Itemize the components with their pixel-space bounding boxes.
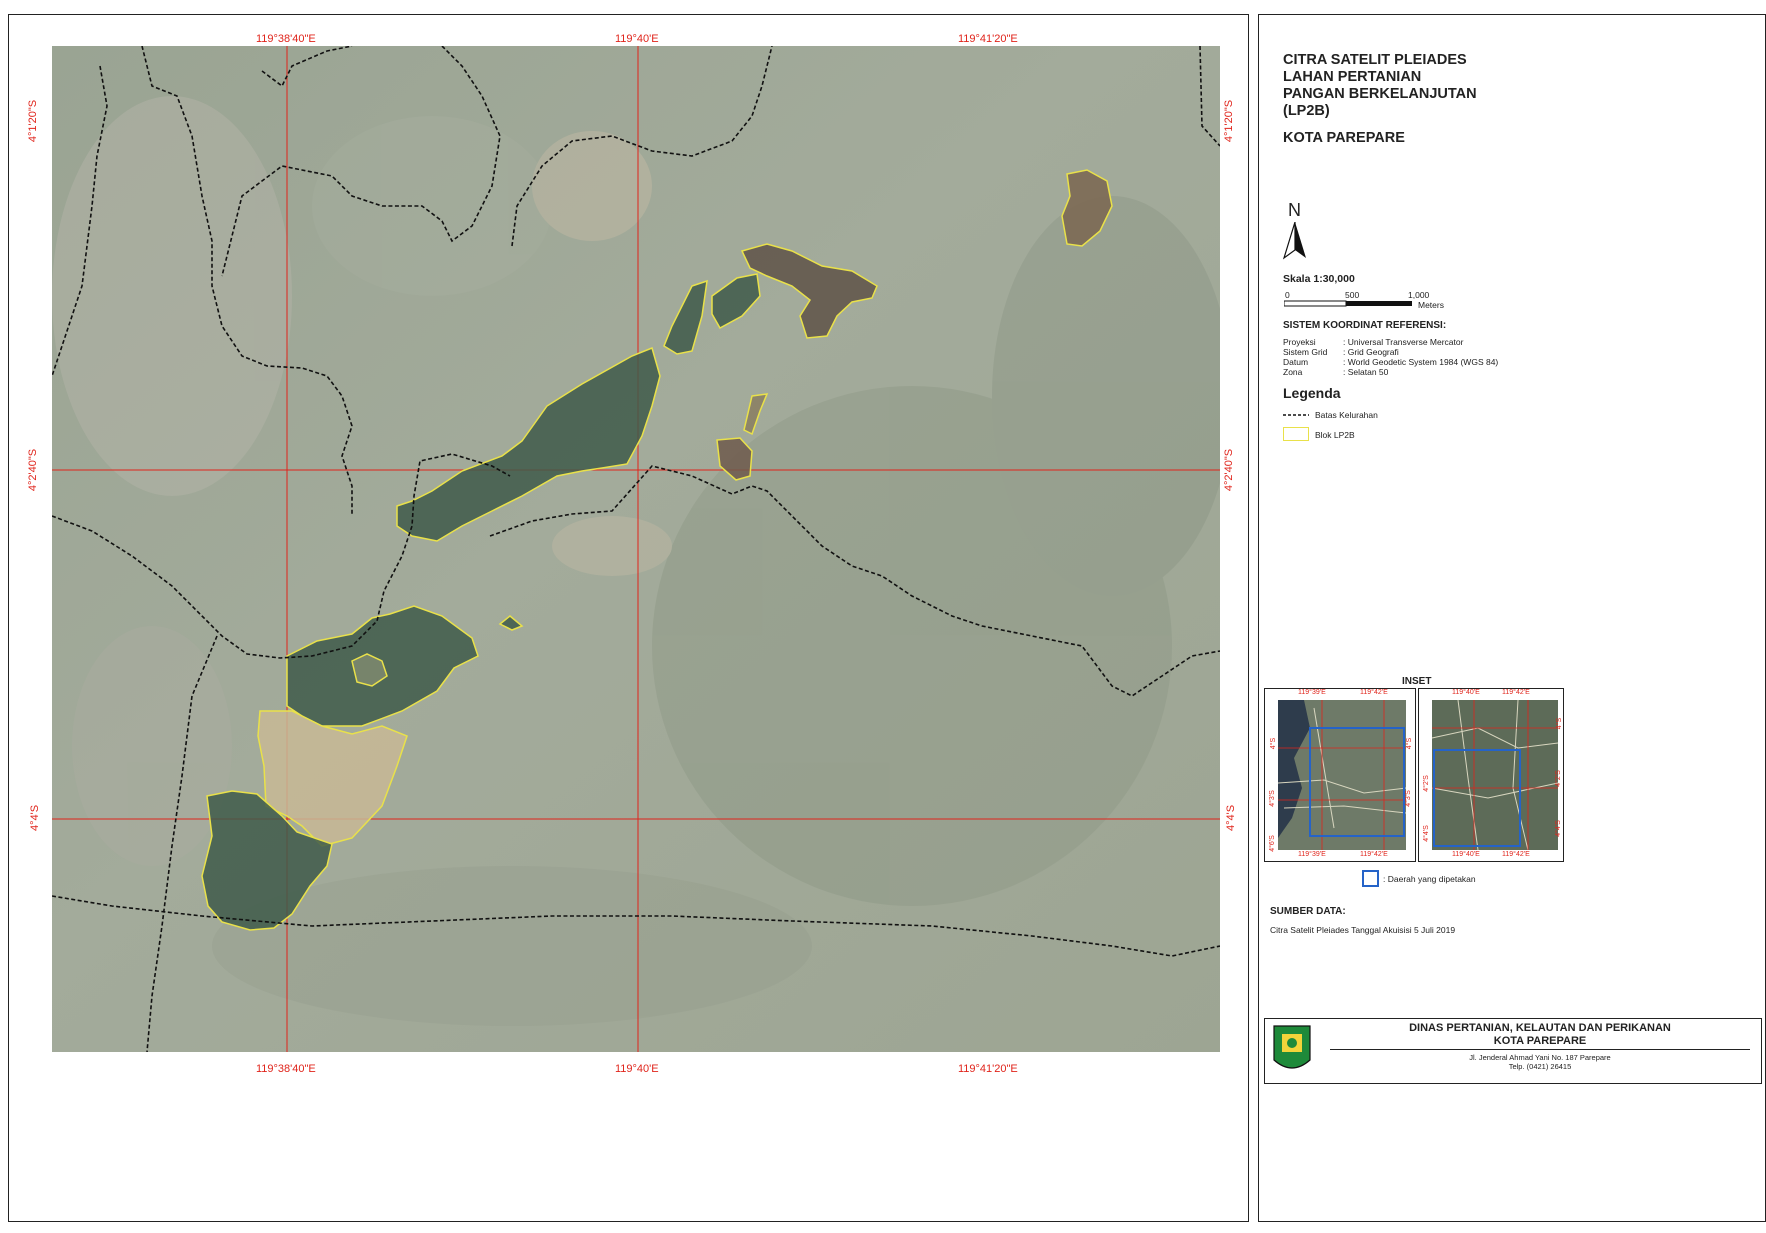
top-tick-3: 119°41'20"E [958,33,1018,45]
inset2-right-tick-2: 4°2'S [1554,770,1562,787]
inset-map-1 [1264,688,1416,862]
map-title: CITRA SATELIT PLEIADES LAHAN PERTANIAN P… [1283,52,1477,119]
right-tick-2: 4°2'40"S [1223,448,1236,492]
kota-parepare-logo-icon [1273,1025,1311,1069]
right-tick-3: 4°4'S [1225,804,1238,832]
mapped-area-symbol [1362,870,1379,887]
inset2-left-tick-1: 4°2'S [1422,775,1430,792]
inset1-left-tick-2: 4°3'S [1268,790,1276,807]
inset1-right-tick-1: 4°S [1406,737,1414,750]
inset1-top-tick-1: 119°39'E [1298,689,1326,696]
terrain-patches [52,96,1220,1026]
legend-item-boundary: Batas Kelurahan [1315,410,1378,420]
inset2-top-tick-2: 119°42'E [1502,689,1530,696]
scale-tick-1000: 1,000 [1408,290,1430,300]
inset-header: INSET [1402,676,1432,687]
crs-header: SISTEM KOORDINAT REFERENSI: [1283,320,1447,331]
inset1-left-tick-3: 4°6'S [1268,835,1276,852]
top-tick-1: 119°38'40"E [256,33,316,45]
org-name: DINAS PERTANIAN, KELAUTAN DAN PERIKANAN [1409,1022,1671,1034]
bottom-tick-1: 119°38'40"E [256,1063,316,1075]
left-tick-1: 4°1'20"S [27,99,40,143]
inset2-bottom-tick-2: 119°42'E [1502,851,1530,858]
inset1-right-tick-2: 4°3'S [1404,790,1412,807]
bottom-tick-3: 119°41'20"E [958,1063,1018,1075]
legend-panel [1258,14,1766,1222]
lp2b-box-symbol [1283,427,1309,441]
org-phone: Telp. (0421) 26415 [1508,1062,1572,1071]
inset2-left-tick-2: 4°4'S [1422,825,1430,842]
source-text: Citra Satelit Pleiades Tanggal Akuisisi … [1270,925,1456,935]
lp2b-blocks[interactable] [201,169,1113,931]
legend-item-lp2b: Blok LP2B [1315,430,1355,440]
inset2-right-tick-1: 4°S [1556,717,1564,730]
inset-map-2 [1418,688,1564,862]
inset1-bottom-tick-1: 119°39'E [1298,851,1326,858]
satellite-map[interactable] [52,46,1220,1052]
boundary-line-symbol [1283,414,1309,416]
org-box [1264,1018,1762,1084]
north-label: N [1288,200,1301,220]
org-address: Jl. Jenderal Ahmad Yani No. 187 Parepare [1469,1053,1611,1062]
north-arrow-icon [1282,222,1306,260]
right-tick-1: 4°1'20"S [1223,99,1236,143]
inset-note: : Daerah yang dipetakan [1383,874,1476,884]
top-tick-2: 119°40'E [615,33,659,45]
org-city: KOTA PAREPARE [1493,1035,1587,1047]
scale-unit: Meters [1418,300,1444,310]
map-subtitle: KOTA PAREPARE [1283,130,1405,146]
scale-tick-0: 0 [1285,290,1290,300]
inset2-top-tick-1: 119°40'E [1452,689,1480,696]
scale-label: Skala 1:30,000 [1283,273,1355,285]
scale-tick-500: 500 [1345,290,1360,300]
inset2-bottom-tick-1: 119°40'E [1452,851,1480,858]
inset1-top-tick-2: 119°42'E [1360,689,1388,696]
inset1-bottom-tick-2: 119°42'E [1360,851,1388,858]
inset2-right-tick-3: 4°4'S [1554,820,1562,837]
kelurahan-boundaries [52,46,1220,1052]
source-header: SUMBER DATA: [1270,906,1346,917]
crs-table: Proyeksi: Universal Transverse Mercator … [1283,337,1499,377]
inset1-left-tick-1: 4°S [1270,737,1278,750]
bottom-tick-2: 119°40'E [615,1063,659,1075]
org-divider [1330,1049,1750,1050]
left-tick-2: 4°2'40"S [27,448,40,492]
legend-header: Legenda [1283,385,1341,401]
scale-bar [1284,300,1412,307]
left-tick-3: 4°4'S [29,804,42,832]
